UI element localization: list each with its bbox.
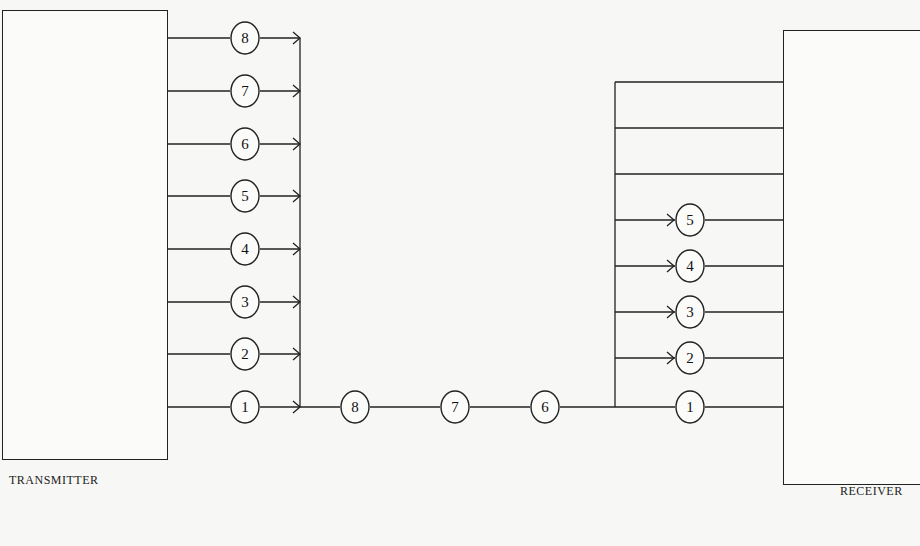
bus-wire [615,173,784,174]
receiver-box: RECEIVER [783,30,920,485]
data-bit-circle: 2 [230,337,260,371]
bit-number: 4 [241,242,249,257]
bit-number: 5 [686,213,694,228]
bit-number: 8 [351,400,359,415]
bit-number: 3 [686,305,694,320]
bit-number: 8 [241,31,249,46]
received-bit-circle: 3 [675,295,705,329]
signal-line [260,406,340,407]
signal-line [168,37,230,38]
bus-wire [615,311,675,312]
arrow-chevron [293,32,300,44]
received-bit-circle: 4 [675,249,705,283]
arrow-chevron [667,260,674,272]
received-bit-circle: 1 [675,390,705,424]
bit-number: 1 [686,400,694,415]
arrow-chevron [293,138,300,150]
bit-number: 2 [686,351,694,366]
bus-wire [260,353,300,354]
signal-line [705,406,783,407]
data-bit-circle: 5 [230,179,260,213]
bus-wire [615,81,784,82]
transmit-bus [299,38,300,407]
signal-line [168,248,230,249]
arrow-chevron [293,190,300,202]
arrow-chevron [667,352,674,364]
bit-number: 3 [241,295,249,310]
bus-wire [615,357,675,358]
signal-line [560,406,675,407]
received-bit-circle: 2 [675,341,705,375]
signal-line [168,406,230,407]
signal-line [168,143,230,144]
arrow-chevron [293,348,300,360]
arrow-chevron [293,85,300,97]
bit-number: 6 [541,400,549,415]
signal-line [168,90,230,91]
data-bit-circle: 1 [230,390,260,424]
signal-line [705,357,783,358]
unit-label: TRANSMITTER [9,473,99,488]
bus-wire [260,248,300,249]
serial-bit-circle: 7 [440,390,470,424]
arrow-chevron [667,214,674,226]
signal-line [168,353,230,354]
arrow-chevron [667,306,674,318]
serial-bit-circle: 6 [530,390,560,424]
bit-number: 1 [241,400,249,415]
signal-line [470,406,530,407]
bus-wire [260,301,300,302]
bit-number: 2 [241,347,249,362]
signal-line [705,265,783,266]
bus-wire [615,127,784,128]
data-bit-circle: 3 [230,285,260,319]
bus-wire [260,143,300,144]
data-bit-circle: 6 [230,127,260,161]
arrow-chevron [293,296,300,308]
signal-line [168,301,230,302]
bus-wire [615,265,675,266]
data-bit-circle: 7 [230,74,260,108]
arrow-chevron [293,243,300,255]
bus-wire [260,195,300,196]
signal-line [370,406,440,407]
bit-number: 7 [241,84,249,99]
unit-label: RECEIVER [840,484,903,499]
bus-wire [615,219,675,220]
signal-line [705,219,783,220]
signal-line [705,311,783,312]
transmitter-box: TRANSMITTER [2,10,168,460]
bus-wire [260,37,300,38]
data-bit-circle: 4 [230,232,260,266]
bit-number: 7 [451,400,459,415]
bus-wire [260,90,300,91]
bit-number: 4 [686,259,694,274]
signal-line [168,195,230,196]
data-bit-circle: 8 [230,21,260,55]
bit-number: 6 [241,137,249,152]
bit-number: 5 [241,189,249,204]
serial-bit-circle: 8 [340,390,370,424]
received-bit-circle: 5 [675,203,705,237]
